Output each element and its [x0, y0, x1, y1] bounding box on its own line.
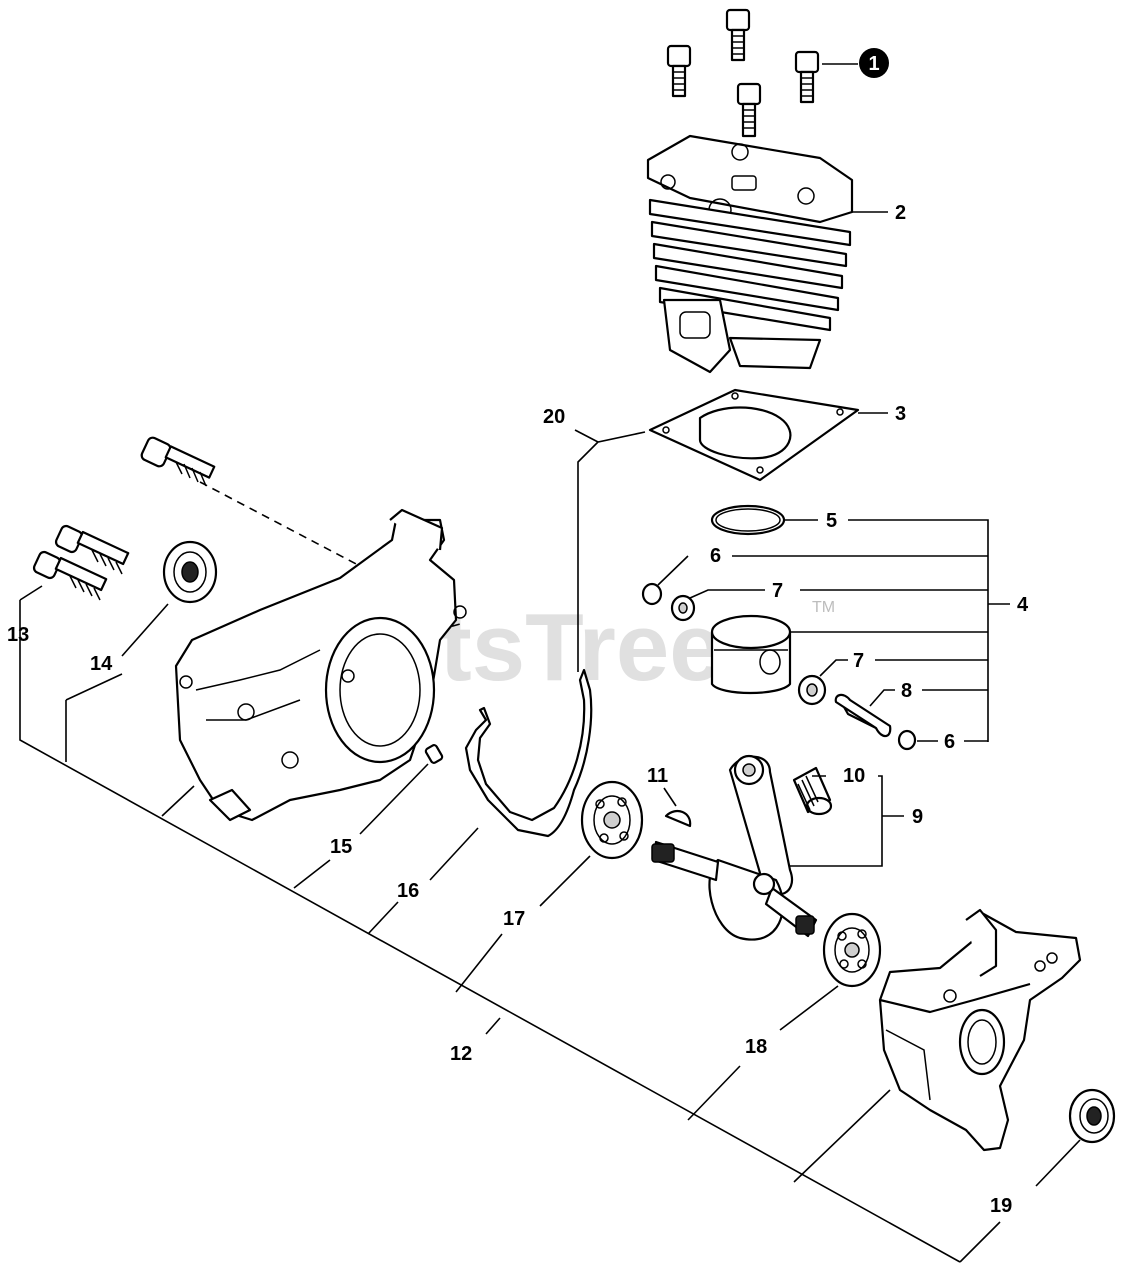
cylinder-gasket[interactable]	[648, 388, 860, 482]
piston-pin-clip-lower[interactable]	[897, 729, 917, 751]
callout-8: 8	[901, 680, 912, 702]
callout-10: 10	[843, 765, 865, 787]
leader-13	[19, 585, 43, 601]
crankcase-gasket[interactable]	[464, 668, 593, 838]
callout-20: 20	[543, 406, 565, 428]
leader-4-bracket	[848, 519, 989, 742]
oil-seal-left[interactable]	[162, 540, 218, 604]
callout-4: 4	[1017, 594, 1029, 616]
leader-15	[359, 763, 429, 835]
bolt-dash-line	[199, 481, 361, 567]
callout-6a: 6	[710, 545, 721, 567]
crankshaft[interactable]	[651, 754, 818, 941]
leader-16-drop	[367, 901, 399, 935]
callout-1: 1	[868, 53, 879, 75]
callout-7b: 7	[853, 650, 864, 672]
thrust-washer-lower[interactable]	[797, 674, 827, 706]
callout-12: 12	[450, 1043, 472, 1065]
leader-15-drop	[293, 859, 331, 889]
callout-5: 5	[826, 510, 837, 532]
callout-2: 2	[895, 202, 906, 224]
callout-17: 17	[503, 908, 525, 930]
cylinder-bolts[interactable]	[666, 8, 820, 138]
callout-15: 15	[330, 836, 352, 858]
main-bearing-right[interactable]	[822, 912, 882, 988]
bolt-b[interactable]	[725, 8, 751, 62]
callout-16: 16	[397, 880, 419, 902]
leader-18	[779, 985, 839, 1031]
leader-19-drop	[959, 1221, 1001, 1263]
leader-14	[121, 603, 169, 657]
leader-17	[539, 855, 591, 907]
leader-8	[869, 689, 895, 707]
main-bearing-left[interactable]	[580, 780, 644, 860]
leader-11	[663, 787, 677, 807]
crankcase-right[interactable]	[878, 908, 1082, 1152]
leader-20	[574, 429, 646, 672]
callout-11: 11	[647, 765, 668, 787]
leader-18-drop	[687, 1065, 741, 1121]
leader-13-frame	[19, 600, 961, 1263]
callout-14: 14	[90, 653, 113, 675]
leader-6a	[657, 555, 689, 586]
bolt-d[interactable]	[736, 82, 762, 138]
piston[interactable]	[710, 614, 792, 695]
callout-19: 19	[990, 1195, 1012, 1217]
bolt-c[interactable]	[794, 50, 820, 104]
callout-7a: 7	[772, 580, 783, 602]
leader-10-bracket	[778, 775, 883, 867]
leader-7a	[689, 589, 765, 599]
needle-bearing[interactable]	[792, 766, 833, 816]
callout-9: 9	[912, 806, 923, 828]
piston-pin[interactable]	[834, 693, 892, 738]
crankcase-bolt-a[interactable]	[54, 524, 130, 575]
leader-crankcase-left	[161, 785, 195, 817]
piston-pin-clip-upper[interactable]	[641, 582, 663, 606]
leader-17-drop	[455, 933, 503, 993]
callout-13: 13	[7, 624, 29, 646]
crankshaft-key[interactable]	[664, 809, 692, 828]
callout-18: 18	[745, 1036, 767, 1058]
piston-ring[interactable]	[710, 504, 786, 536]
callout-badge-1	[859, 48, 889, 78]
crankcase-bolt-b[interactable]	[32, 550, 108, 601]
leader-crankcase-right	[793, 1089, 891, 1183]
dowel-pin-lower[interactable]	[424, 744, 444, 764]
leader-16	[429, 827, 479, 881]
cylinder[interactable]	[646, 134, 854, 374]
leader-14-drop	[65, 673, 123, 762]
leader-12	[485, 1017, 501, 1035]
leader-7b	[819, 659, 848, 677]
watermark-trademark: TM	[812, 599, 835, 616]
thrust-washer-upper[interactable]	[670, 594, 696, 622]
crankcase-bolt-top[interactable]	[140, 436, 216, 487]
callout-6b: 6	[944, 731, 955, 753]
oil-seal-right[interactable]	[1068, 1088, 1116, 1144]
bolt-a[interactable]	[666, 44, 692, 98]
leader-19	[1035, 1139, 1081, 1187]
callout-3: 3	[895, 403, 906, 425]
crankcase-left[interactable]	[174, 508, 467, 822]
